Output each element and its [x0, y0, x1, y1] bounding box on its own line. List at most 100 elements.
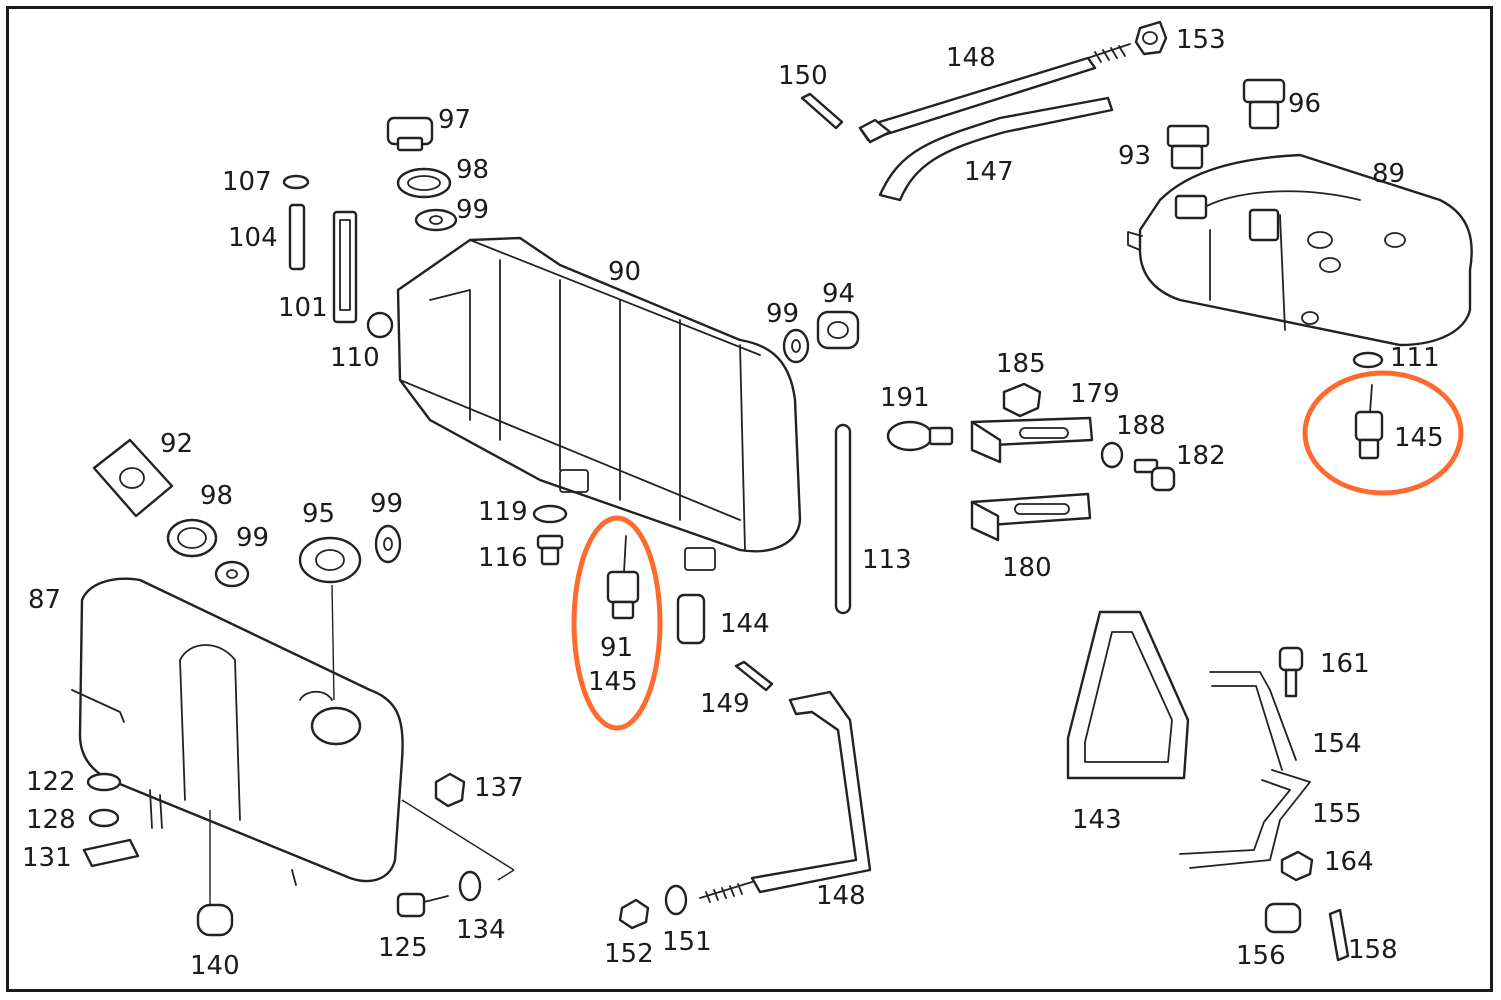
callout-155: 155	[1312, 799, 1362, 829]
callout-107: 107	[222, 167, 272, 197]
callout-104: 104	[228, 223, 278, 253]
callout-145-mid: 145	[588, 667, 638, 697]
pin-150	[800, 92, 844, 130]
strap-148-bottom	[699, 690, 872, 903]
callout-93: 93	[1118, 141, 1151, 171]
callout-156: 156	[1236, 941, 1286, 971]
callout-87: 87	[28, 585, 61, 615]
bracket-180	[970, 492, 1092, 542]
highlight-ring-sensor-91-145	[571, 515, 663, 731]
callout-99-mid: 99	[766, 299, 799, 329]
callout-89: 89	[1372, 159, 1405, 189]
bolt-125	[396, 892, 449, 918]
callout-101: 101	[278, 293, 328, 323]
callout-119: 119	[478, 497, 528, 527]
plug-116	[536, 534, 564, 566]
callout-128: 128	[26, 805, 76, 835]
rod-113	[834, 423, 852, 615]
callout-91: 91	[600, 633, 633, 663]
nut-185	[1002, 382, 1042, 418]
callout-150: 150	[778, 61, 828, 91]
cap-96	[1242, 78, 1286, 242]
callout-188: 188	[1116, 411, 1166, 441]
washer-107	[282, 174, 310, 190]
washer-110	[366, 311, 394, 339]
strap-147	[878, 96, 1114, 202]
washer-188	[1100, 441, 1124, 469]
callout-158: 158	[1348, 935, 1398, 965]
callout-148-top: 148	[946, 43, 996, 73]
nut-152	[618, 898, 650, 930]
callout-111: 111	[1390, 343, 1440, 373]
callout-113: 113	[862, 545, 912, 575]
reservoir-89	[1127, 153, 1473, 347]
callout-99-left: 99	[236, 523, 269, 553]
callout-147: 147	[964, 157, 1014, 187]
washer-128	[88, 808, 120, 828]
strap-148-top	[858, 43, 1131, 144]
callout-143: 143	[1072, 805, 1122, 835]
callout-151: 151	[662, 927, 712, 957]
strap-155	[1179, 769, 1311, 869]
strap-154	[1209, 671, 1297, 771]
callout-191: 191	[880, 383, 930, 413]
seal-98-top	[396, 167, 452, 199]
washer-122	[86, 772, 122, 792]
callout-182: 182	[1176, 441, 1226, 471]
seal-98-left	[166, 518, 218, 558]
callout-152: 152	[604, 939, 654, 969]
callout-122: 122	[26, 767, 76, 797]
callout-96: 96	[1288, 89, 1321, 119]
nut-137	[401, 772, 515, 881]
callout-116: 116	[478, 543, 528, 573]
washer-151	[664, 884, 688, 916]
callout-144: 144	[720, 609, 770, 639]
callout-164: 164	[1324, 847, 1374, 877]
bracket-179	[970, 416, 1094, 464]
bolt-182	[1133, 458, 1176, 492]
callout-110: 110	[330, 343, 380, 373]
washer-99-left	[214, 560, 250, 588]
washer-99-left2	[374, 524, 402, 564]
cap-97	[386, 116, 434, 152]
clip-131	[82, 838, 140, 868]
callout-148-bottom: 148	[816, 881, 866, 911]
cap-92	[92, 438, 174, 518]
callout-131: 131	[22, 843, 72, 873]
callout-97: 97	[438, 105, 471, 135]
callout-98-top: 98	[456, 155, 489, 185]
callout-98-left: 98	[200, 481, 233, 511]
callout-149: 149	[700, 689, 750, 719]
callout-137: 137	[474, 773, 524, 803]
bolt-161	[1278, 646, 1304, 698]
reservoir-87	[71, 577, 404, 886]
callout-179: 179	[1070, 379, 1120, 409]
callout-99-left2: 99	[370, 489, 403, 519]
pin-158	[1328, 908, 1350, 962]
callout-94: 94	[822, 279, 855, 309]
sensor-91	[606, 535, 640, 620]
callout-180: 180	[1002, 553, 1052, 583]
callout-95: 95	[302, 499, 335, 529]
washer-99-top	[414, 208, 458, 232]
washer-99-mid	[782, 328, 810, 364]
sight-gauge-101	[332, 210, 358, 324]
cap-94	[816, 310, 860, 350]
callout-153: 153	[1176, 25, 1226, 55]
nut-164	[1280, 850, 1314, 882]
reservoir-90	[396, 236, 802, 571]
callout-92: 92	[160, 429, 193, 459]
callout-90: 90	[608, 257, 641, 287]
callout-185: 185	[996, 349, 1046, 379]
clamp-191	[886, 420, 954, 452]
nut-153	[1134, 20, 1168, 56]
callout-145-right: 145	[1394, 423, 1444, 453]
callout-99-top: 99	[456, 195, 489, 225]
pin-104	[288, 203, 306, 271]
callout-140: 140	[190, 951, 240, 981]
sensor-145-right	[1354, 384, 1384, 460]
pin-149	[734, 660, 774, 692]
cap-95	[298, 536, 362, 746]
callout-161: 161	[1320, 649, 1370, 679]
